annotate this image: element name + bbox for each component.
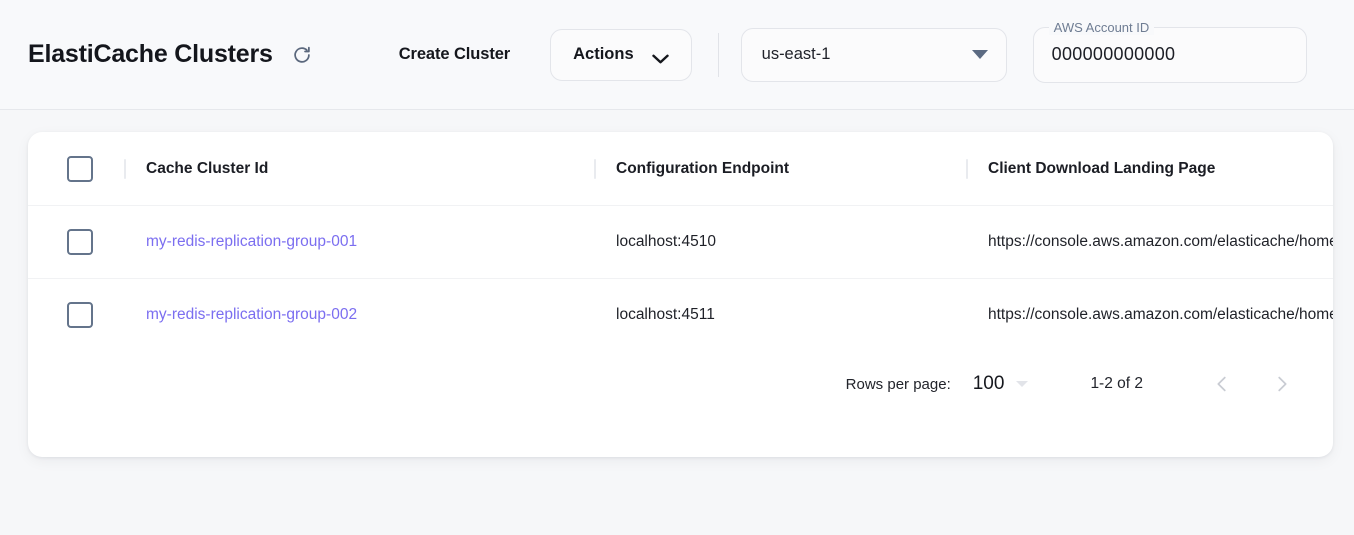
aws-account-id-value: 000000000000 [1051, 44, 1176, 64]
actions-label: Actions [573, 45, 634, 63]
column-label: Cache Cluster Id [146, 159, 269, 177]
table-row[interactable]: my-redis-replication-group-001 localhost… [28, 205, 1333, 279]
content-area: Cache Cluster Id Configuration Endpoint … [0, 110, 1354, 457]
cluster-link[interactable]: my-redis-replication-group-001 [146, 233, 358, 250]
aws-account-id-field[interactable]: AWS Account ID 000000000000 [1032, 19, 1307, 83]
column-label: Configuration Endpoint [616, 159, 790, 177]
region-value: us-east-1 [761, 45, 831, 63]
rows-per-page-value: 100 [972, 373, 1005, 394]
row-select-cell [28, 205, 124, 279]
clusters-table: Cache Cluster Id Configuration Endpoint … [28, 132, 1333, 352]
table-head: Cache Cluster Id Configuration Endpoint … [28, 132, 1333, 206]
landing-page-value: https://console.aws.amazon.com/elasticac… [988, 233, 1333, 250]
create-cluster-button[interactable]: Create Cluster [393, 37, 516, 72]
chevron-left-icon [1211, 373, 1233, 395]
column-header-configuration-endpoint[interactable]: Configuration Endpoint [594, 132, 966, 206]
chevron-down-icon [1016, 381, 1029, 387]
select-all-checkbox[interactable] [67, 155, 93, 182]
column-header-cache-cluster-id[interactable]: Cache Cluster Id [124, 132, 594, 206]
cluster-link[interactable]: my-redis-replication-group-002 [146, 306, 358, 324]
refresh-icon [291, 44, 313, 66]
table-header-row: Cache Cluster Id Configuration Endpoint … [28, 132, 1333, 206]
previous-page-button[interactable] [1199, 361, 1245, 407]
cell-configuration-endpoint: localhost:4511 [594, 278, 966, 352]
endpoint-value: localhost:4510 [616, 233, 716, 250]
region-select[interactable]: us-east-1 [740, 27, 1007, 82]
row-checkbox[interactable] [67, 302, 93, 329]
select-all-header [28, 132, 124, 206]
endpoint-value: localhost:4511 [616, 306, 715, 324]
row-select-cell [28, 278, 124, 352]
rows-per-page-select[interactable]: 100 [973, 373, 1029, 395]
aws-account-id-label: AWS Account ID [1048, 19, 1155, 35]
cell-cache-cluster-id: my-redis-replication-group-002 [124, 278, 594, 352]
pagination-bar: Rows per page: 100 1-2 of 2 [28, 352, 1333, 416]
chevron-right-icon [1271, 373, 1293, 395]
landing-page-value: https://console.aws.amazon.com/elasticac… [988, 306, 1333, 324]
page-title: ElastiCache Clusters [28, 40, 273, 68]
pagination-range: 1-2 of 2 [1090, 375, 1143, 392]
caret-down-icon [971, 50, 988, 59]
rows-per-page-label: Rows per page: [845, 375, 951, 393]
cell-client-download-landing-page: https://console.aws.amazon.com/elasticac… [966, 205, 1333, 279]
cell-configuration-endpoint: localhost:4510 [594, 205, 966, 279]
actions-button[interactable]: Actions [550, 28, 692, 81]
clusters-card: Cache Cluster Id Configuration Endpoint … [28, 132, 1333, 457]
table-body: my-redis-replication-group-001 localhost… [28, 205, 1333, 352]
cell-cache-cluster-id: my-redis-replication-group-001 [124, 205, 594, 279]
cell-client-download-landing-page: https://console.aws.amazon.com/elasticac… [966, 278, 1333, 352]
row-checkbox[interactable] [67, 229, 93, 255]
chevron-down-icon [651, 50, 669, 63]
toolbar-divider [717, 32, 719, 77]
column-header-client-download-landing-page[interactable]: Client Download Landing Page [966, 132, 1333, 206]
column-label: Client Download Landing Page [988, 159, 1216, 177]
refresh-button[interactable] [287, 40, 317, 70]
app-header: ElastiCache Clusters Create Cluster Acti… [0, 0, 1354, 110]
next-page-button[interactable] [1259, 361, 1305, 407]
table-row[interactable]: my-redis-replication-group-002 localhost… [28, 278, 1333, 352]
